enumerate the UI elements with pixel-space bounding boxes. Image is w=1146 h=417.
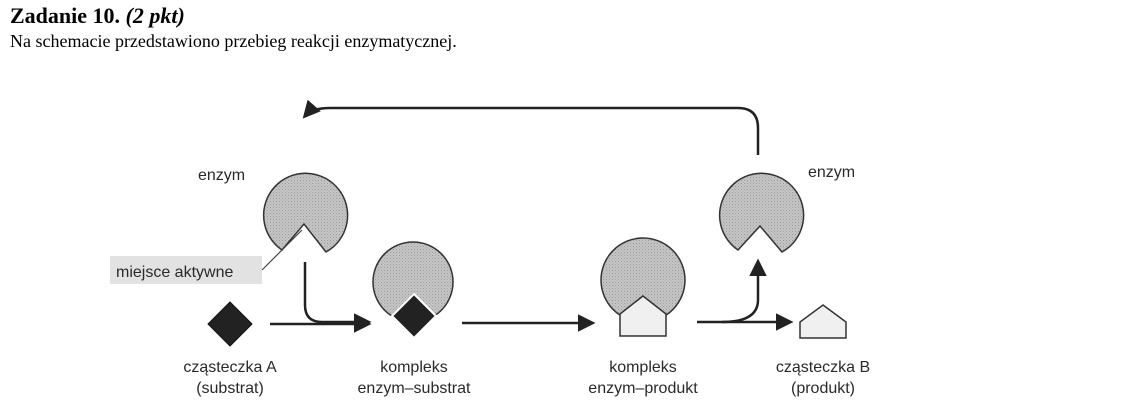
task-number: Zadanie 10. — [10, 3, 121, 28]
binding-arrow — [303, 262, 372, 331]
active-site-label-box — [110, 256, 262, 284]
molecule-b-label-line2: (produkt) — [791, 380, 855, 397]
task-description: Na schemacie przedstawiono przebieg reak… — [10, 31, 457, 51]
recycle-arrow — [302, 99, 760, 155]
enzyme-right-label: enzym — [808, 164, 855, 181]
product-b-pentagon — [799, 304, 847, 339]
complex-ep-label-line1: kompleks — [609, 359, 677, 376]
complex-ep-product — [619, 295, 667, 337]
complex-es-label-line2: enzym–substrat — [358, 380, 471, 397]
molecule-a-label-line1: cząsteczka A — [183, 359, 277, 376]
enzyme-free-right — [718, 172, 805, 253]
enzyme-release-arrow — [721, 258, 767, 324]
complex-es-substrate — [390, 292, 438, 340]
task-points: (2 pkt) — [125, 3, 185, 28]
task-header: Zadanie 10. (2 pkt) Na schemacie przedst… — [10, 2, 457, 52]
molecule-a-label-line2: (substrat) — [196, 380, 264, 397]
enzyme-left-label: enzym — [198, 167, 245, 184]
active-site-pointer — [261, 229, 303, 271]
molecule-b-label-line1: cząsteczka B — [776, 359, 870, 376]
task-title: Zadanie 10. (2 pkt) — [10, 2, 457, 30]
substrate-a-diamond — [207, 301, 253, 347]
active-site-label: miejsce aktywne — [116, 264, 233, 281]
complex-es-label-line1: kompleks — [380, 359, 448, 376]
enzyme-free-left — [262, 172, 349, 253]
complex-ep-label-line2: enzym–produkt — [588, 380, 698, 397]
